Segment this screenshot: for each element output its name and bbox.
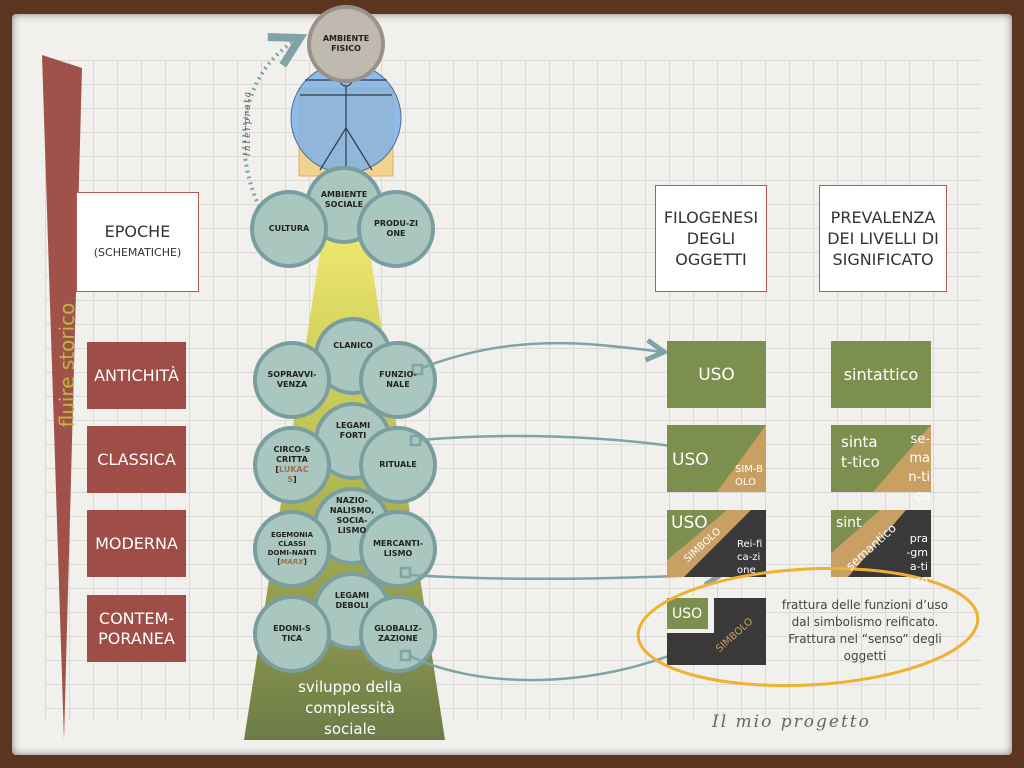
epoche-header: EPOCHE (SCHEMATICHE) bbox=[76, 192, 199, 292]
circle-shape bbox=[357, 190, 435, 268]
ambiente-fisico-label: AMBIENTE FISICO bbox=[322, 34, 370, 53]
cone-caption: sviluppo della complessità sociale bbox=[298, 678, 402, 738]
circle-shape bbox=[253, 595, 331, 673]
lukacs-ref: [LUKACS] bbox=[275, 465, 309, 484]
interpreta-label: interpreta bbox=[243, 89, 254, 157]
semantico-classica: se-man-tico bbox=[908, 432, 930, 504]
lukacs-text: LUKACS bbox=[279, 465, 309, 484]
reificazione-moderna: Rei-fica-zione bbox=[737, 539, 763, 576]
circle-shape bbox=[253, 510, 331, 588]
box-uso-antichita bbox=[667, 341, 766, 408]
box-sintattico bbox=[831, 341, 931, 408]
cultura-label: CULTURA bbox=[268, 224, 310, 233]
box-sint-semantico-pragmatico bbox=[831, 510, 931, 577]
egemonia-text: EGEMONIA CLASSI DOMI-NANTI bbox=[267, 531, 317, 557]
pragmatico-moderna: pra-gma-ti-co bbox=[906, 532, 928, 587]
circle-legami-forti: LEGAMI FORTI bbox=[335, 421, 371, 440]
box-uso-simbolo-contemporanea bbox=[664, 596, 766, 665]
circle-shape bbox=[359, 510, 437, 588]
epoch-classica: CLASSICA bbox=[87, 426, 186, 493]
timeline-label: fluire storico bbox=[55, 302, 79, 428]
circle-shape bbox=[359, 426, 437, 504]
circle-funzionale: FUNZIO-NALE bbox=[379, 370, 417, 389]
sintattico-classica: sintat-tico bbox=[841, 433, 880, 471]
signature: Il mio progetto bbox=[712, 712, 871, 732]
marx-ref: [MARX] bbox=[277, 558, 307, 566]
marx-text: MARX bbox=[280, 558, 304, 566]
arrow-globalizzazione-simbolo bbox=[409, 643, 700, 682]
sintattico: sintattico bbox=[843, 365, 919, 384]
circle-egemonia: EGEMONIA CLASSI DOMI-NANTI [MARX] bbox=[257, 514, 327, 584]
uso-antichita: USO bbox=[698, 365, 735, 385]
circle-shape bbox=[250, 190, 328, 268]
epoch-moderna: MODERNA bbox=[87, 510, 186, 577]
arrow-funzionale-uso bbox=[421, 343, 664, 370]
vitruvian-man-figure bbox=[300, 73, 392, 172]
ambiente-fisico-circle bbox=[307, 5, 385, 83]
circle-sopravvivenza: SOPRAVVI-VENZA bbox=[267, 370, 317, 389]
filogenesi-header: FILOGENESI DEGLI OGGETTI bbox=[655, 185, 767, 292]
interpreta-dotted-arrow bbox=[242, 38, 300, 213]
highlight-ellipse bbox=[636, 566, 980, 688]
circle-clanico: CLANICO bbox=[333, 341, 373, 350]
circle-shape bbox=[359, 341, 437, 419]
uso-moderna: USO bbox=[671, 513, 708, 533]
ambiente-sociale-label: AMBIENTE SOCIALE bbox=[320, 190, 368, 209]
circle-rituale: RITUALE bbox=[379, 460, 417, 469]
circle-shape bbox=[253, 426, 331, 504]
filogenesi-title: FILOGENESI DEGLI OGGETTI bbox=[663, 208, 759, 269]
background-grid bbox=[45, 60, 980, 720]
epoche-title: EPOCHE bbox=[104, 222, 171, 241]
circle-shape bbox=[253, 341, 331, 419]
box-uso-simbolo-classica bbox=[667, 425, 766, 492]
timeline-wedge bbox=[42, 55, 82, 740]
circle-nazionalismo: NAZIO-NALISMO, SOCIA-LISMO bbox=[329, 496, 375, 535]
sint-moderna: sint bbox=[836, 515, 862, 531]
produzione-label: PRODU-ZIONE bbox=[373, 219, 419, 238]
circle-legami-deboli: LEGAMI DEBOLI bbox=[334, 591, 370, 610]
epoche-subtitle: (SCHEMATICHE) bbox=[93, 246, 182, 259]
prevalenza-title: PREVALENZA DEI LIVELLI DI SIGNIFICATO bbox=[827, 208, 939, 269]
prevalenza-header: PREVALENZA DEI LIVELLI DI SIGNIFICATO bbox=[819, 185, 947, 292]
uso-contemporanea: USO bbox=[672, 606, 703, 622]
circle-mercantilismo: MERCANTI-LISMO bbox=[372, 539, 424, 558]
epoch-antichita: ANTICHITÀ bbox=[87, 342, 186, 409]
uso-classica: USO bbox=[672, 450, 709, 470]
frattura-note: frattura delle funzioni d’uso dal simbol… bbox=[781, 598, 949, 663]
circle-circoscritta: CIRCO-SCRITTA [LUKACS] bbox=[257, 430, 327, 500]
circoscritta-text: CIRCO-SCRITTA bbox=[273, 445, 311, 464]
circle-shape bbox=[359, 595, 437, 673]
epoch-contemporanea: CONTEM-PORANEA bbox=[87, 595, 186, 662]
box-sintattico-semantico bbox=[831, 425, 931, 492]
circle-globalizzazione: GLOBALIZ-ZAZIONE bbox=[374, 624, 422, 643]
circle-edonistica: EDONI-STICA bbox=[273, 624, 311, 643]
simbolo-classica: SIM-BOLO bbox=[735, 464, 764, 488]
box-uso-simbolo-reificazione-moderna bbox=[667, 510, 766, 577]
